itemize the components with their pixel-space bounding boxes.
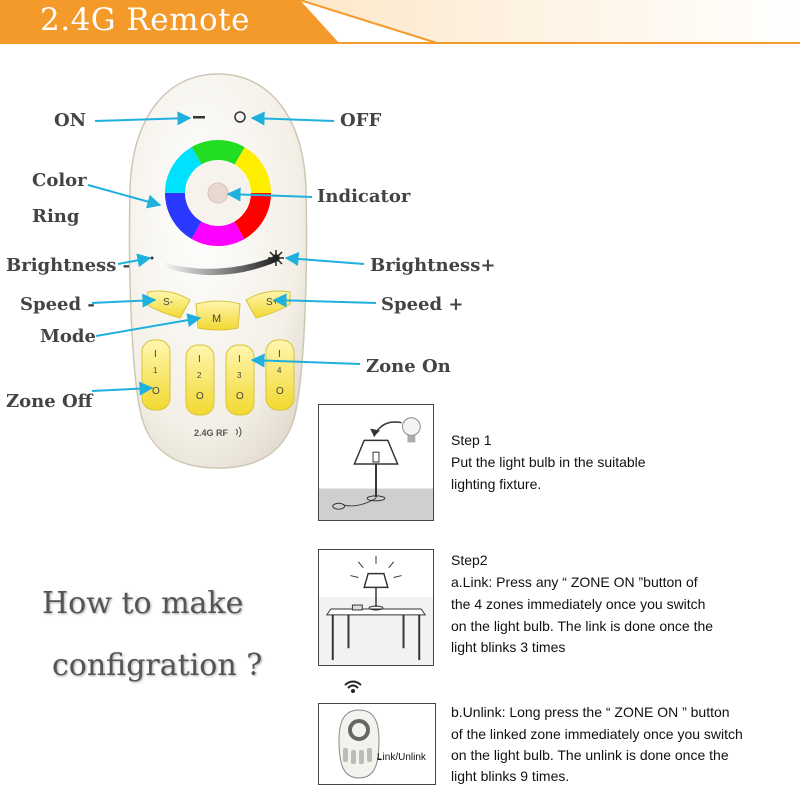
mode-text: M — [212, 313, 221, 325]
step2-unlink-line: light blinks 9 times. — [451, 768, 570, 784]
label-speed-minus: Speed - — [20, 294, 95, 315]
wireless-icon — [235, 426, 242, 438]
zone-3-on-text: I — [238, 354, 241, 365]
step2-link-line: on the light bulb. The link is done once… — [451, 618, 714, 634]
mode-arrow — [95, 313, 202, 337]
brightness-minus-arrow — [117, 253, 152, 268]
label-brightness-plus: Brightness+ — [370, 255, 496, 276]
title-banner — [0, 0, 800, 44]
label-zone-on: Zone On — [366, 356, 451, 377]
label-zone-off: Zone Off — [6, 391, 93, 412]
zone-2-button[interactable] — [185, 344, 215, 416]
label-on: ON — [54, 110, 87, 131]
step2-unlink-line: b.Unlink: Long press the “ ZONE ON ” but… — [451, 704, 730, 720]
zone-1-off-text: O — [152, 386, 160, 397]
step1-illustration — [318, 404, 434, 521]
zone-off-arrow — [91, 381, 154, 396]
label-mode: Mode — [40, 326, 96, 347]
step2-link-line: the 4 zones immediately once you switch — [451, 596, 706, 612]
speed-plus-arrow — [272, 293, 377, 308]
zone-4-off-text: O — [276, 386, 284, 397]
zone-4-number: 4 — [277, 366, 282, 375]
zone-1-number: 1 — [153, 366, 158, 375]
mode-button[interactable] — [195, 300, 241, 331]
step2-illustration — [318, 549, 434, 666]
step2-unlink-line: on the light bulb. The unlink is done on… — [451, 747, 729, 763]
label-brightness-minus: Brightness - — [6, 255, 131, 276]
step2-unlink-illustration: Link/Unlink — [318, 703, 436, 785]
on-button[interactable] — [193, 116, 205, 119]
color-ring-arrow — [87, 184, 162, 209]
brightness-plus-arrow — [284, 251, 365, 266]
zone-3-number: 3 — [237, 371, 242, 380]
sun-icon — [268, 250, 284, 266]
label-color: Color — [32, 170, 87, 191]
off-arrow — [250, 111, 335, 126]
on-arrow — [94, 111, 192, 126]
bulb-icon — [402, 417, 421, 443]
banner-title: 2.4G Remote — [40, 2, 250, 38]
indicator-arrow — [226, 187, 313, 202]
howto-line2: configration ? — [52, 648, 263, 683]
speed-minus-text: S- — [163, 297, 173, 308]
label-off: OFF — [340, 110, 382, 131]
zone-on-arrow — [250, 353, 361, 368]
step2-link-line: a.Link: Press any “ ZONE ON ”button of — [451, 574, 698, 590]
label-ring: Ring — [32, 206, 80, 227]
label-indicator: Indicator — [317, 186, 411, 207]
step2-link-line: light blinks 3 times — [451, 639, 566, 655]
remote-brand-text: 2.4G RF — [194, 428, 229, 438]
howto-line1: How to make — [42, 586, 244, 621]
zone-2-on-text: I — [198, 354, 201, 365]
zone-4-button[interactable] — [265, 339, 295, 411]
zone-3-button[interactable] — [225, 344, 255, 416]
off-button[interactable] — [234, 111, 246, 123]
wifi-icon — [344, 680, 362, 693]
step1-line: Put the light bulb in the suitable — [451, 454, 646, 470]
brightness-slider[interactable] — [160, 256, 276, 276]
color-ring[interactable] — [165, 140, 271, 246]
speed-plus-text: S+ — [266, 297, 279, 308]
mini-remote — [338, 709, 381, 779]
speed-minus-arrow — [91, 293, 157, 308]
link-unlink-label: Link/Unlink — [377, 752, 426, 763]
step1-line: lighting fixture. — [451, 476, 542, 492]
step2-unlink-line: of the linked zone immediately once you … — [451, 726, 743, 742]
zone-2-off-text: O — [196, 391, 204, 402]
step1-title: Step 1 — [451, 432, 492, 448]
zone-2-number: 2 — [197, 371, 202, 380]
zone-3-off-text: O — [236, 391, 244, 402]
zone-1-on-text: I — [154, 349, 157, 360]
step2-title: Step2 — [451, 552, 488, 568]
label-speed-plus: Speed + — [381, 294, 464, 315]
zone-4-on-text: I — [278, 349, 281, 360]
